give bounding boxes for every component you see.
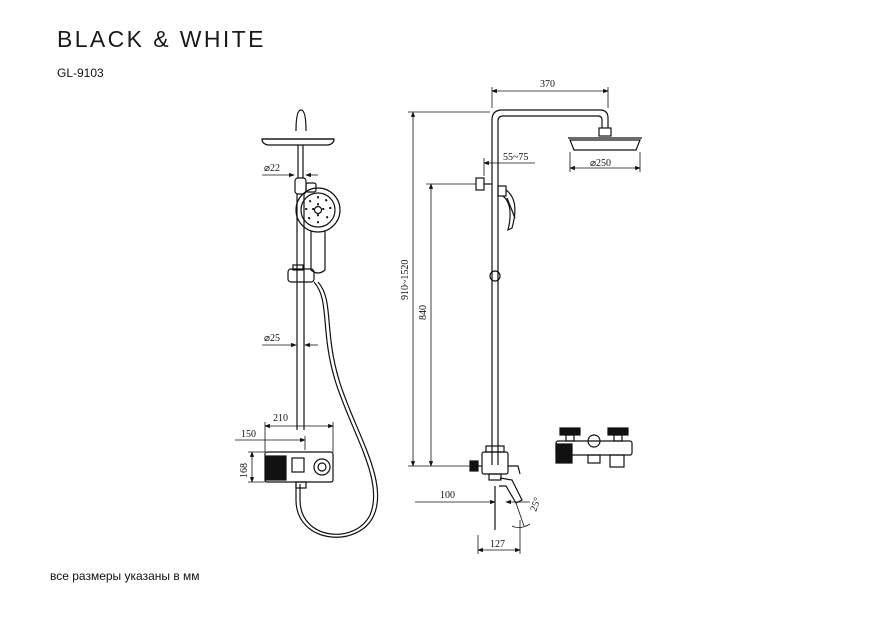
side-view [469, 109, 642, 530]
side-upper-bracket [475, 177, 485, 191]
dim-spout-reach: 100 [440, 490, 455, 501]
side-dimensions [408, 87, 641, 554]
dim-spout-angle: 25° [528, 496, 543, 513]
front-view [261, 109, 379, 538]
detail-diverter-knob [587, 434, 601, 448]
dim-head-diameter: ⌀250 [590, 158, 611, 169]
front-mixer [264, 451, 334, 489]
brand-logo-text: BLACK & WHITE [57, 26, 266, 52]
detail-left-handle [559, 427, 581, 436]
units-note: все размеры указаны в мм [50, 569, 200, 583]
front-diverter [294, 177, 307, 195]
dim-mixer-height: 168 [239, 463, 250, 478]
model-number: GL-9103 [57, 66, 104, 80]
dim-arm-length: 370 [540, 79, 555, 90]
front-shower-head [261, 109, 335, 146]
front-hand-shower [295, 187, 341, 274]
side-hand-shower [497, 185, 516, 232]
dim-wall-offset: 55~75 [503, 152, 528, 163]
front-slide-holder [287, 268, 315, 283]
dim-mixer-to-holder: 840 [418, 305, 429, 320]
dim-overhead-diameter: ⌀22 [264, 163, 280, 174]
dim-total-height: 910~1520 [400, 260, 411, 300]
dim-mixer-depth: 150 [241, 429, 256, 440]
front-dimensions [235, 172, 334, 483]
dim-spout-projection: 127 [490, 539, 505, 550]
dim-mixer-width: 210 [273, 413, 288, 424]
front-hose [299, 281, 375, 535]
side-slide-knob [489, 270, 501, 282]
mixer-detail [555, 427, 633, 468]
dim-bar-diameter: ⌀25 [264, 333, 280, 344]
side-main-bar [491, 109, 609, 465]
side-mixer [469, 445, 523, 530]
side-shower-head [569, 139, 641, 151]
detail-right-handle [607, 427, 629, 436]
